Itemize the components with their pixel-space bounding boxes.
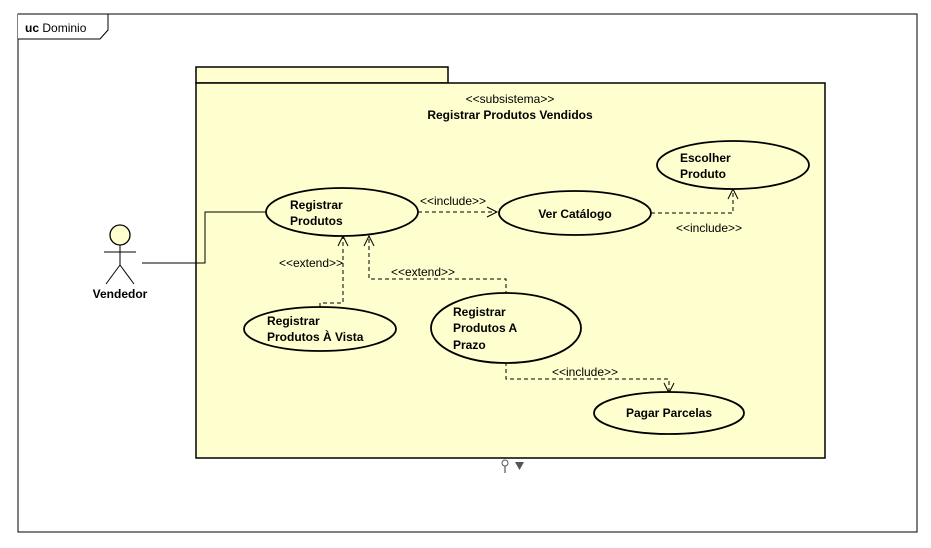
usecase-label-line: Ver Catálogo: [538, 207, 611, 221]
usecase-label-line: Produto: [680, 167, 726, 181]
usecase-escolher-produto[interactable]: Escolher Produto: [656, 140, 810, 190]
usecase-label-line: Registrar: [290, 198, 343, 212]
usecase-label-line: Escolher: [680, 151, 731, 165]
include-label-escolher-produto: <<include>>: [676, 221, 742, 235]
include-label-ver-catalogo: <<include>>: [420, 194, 486, 208]
usecase-pagar-parcelas[interactable]: Pagar Parcelas: [593, 391, 745, 435]
usecase-label-line: Produtos A: [453, 321, 518, 335]
usecase-label-line: Produtos À Vista: [267, 329, 364, 344]
extend-edge-a-prazo: [368, 236, 507, 295]
extend-edge-a-vista: [319, 236, 344, 314]
usecase-label-line: Registrar: [453, 305, 506, 319]
pin-icon[interactable]: [501, 459, 509, 473]
subsystem-stereotype: <<subsistema>>: [466, 92, 555, 106]
dropdown-triangle-icon[interactable]: [515, 462, 524, 470]
arrowhead: [486, 206, 499, 218]
actor-name: Vendedor: [93, 287, 148, 301]
include-edge-escolher-produto: [651, 189, 734, 214]
usecase-registrar-produtos[interactable]: Registrar Produtos: [265, 187, 419, 237]
frame-label-tab: [18, 13, 109, 40]
frame-label: uc Dominio: [25, 21, 87, 35]
include-edge-pagar-parcelas: [505, 362, 670, 393]
association-line: [142, 211, 267, 264]
usecase-label-line: Produtos: [290, 214, 343, 228]
usecase-ver-catalogo[interactable]: Ver Catálogo: [498, 190, 652, 236]
extend-label-a-prazo: <<extend>>: [391, 265, 455, 279]
subsystem-name: Registrar Produtos Vendidos: [427, 108, 593, 122]
usecase-registrar-a-vista[interactable]: Registrar Produtos À Vista: [243, 306, 397, 352]
include-label-pagar-parcelas: <<include>>: [552, 365, 618, 379]
package-tab: [195, 66, 449, 84]
usecase-label-line: Prazo: [453, 338, 486, 352]
arrowhead: [363, 234, 375, 247]
actor-head: [109, 224, 131, 246]
extend-label-a-vista: <<extend>>: [279, 256, 343, 270]
actor-vendedor[interactable]: [104, 224, 136, 285]
usecase-label-line: Registrar: [267, 314, 320, 328]
usecase-label-line: Pagar Parcelas: [626, 406, 712, 420]
usecase-registrar-a-prazo[interactable]: Registrar Produtos A Prazo: [430, 292, 582, 364]
